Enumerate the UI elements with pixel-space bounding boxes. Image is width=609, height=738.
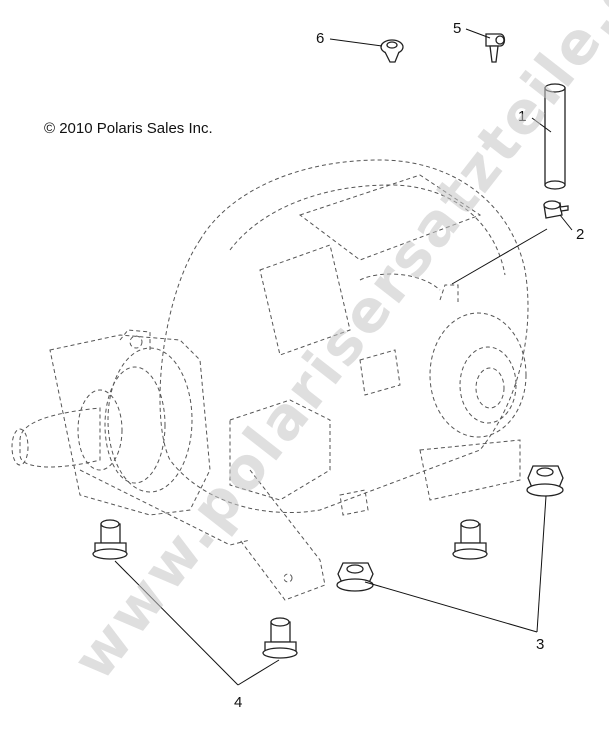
flange-nut-part <box>336 562 374 592</box>
vent-fitting-part <box>485 33 506 63</box>
input-flange <box>11 329 331 516</box>
callout-6: 6 <box>316 30 325 47</box>
flange-bolt-part <box>262 617 298 659</box>
gearcase-housing <box>79 159 529 601</box>
callout-2: 2 <box>576 226 585 243</box>
leader-lines <box>114 28 573 686</box>
callout-4: 4 <box>234 694 243 711</box>
vent-tube-part <box>544 83 566 190</box>
hose-clamp-part <box>380 39 404 63</box>
callout-5: 5 <box>453 20 462 37</box>
flange-bolt-part <box>92 519 128 560</box>
callout-1: 1 <box>518 108 527 125</box>
copyright-notice: © 2010 Polaris Sales Inc. <box>44 120 213 137</box>
flange-bolt-part <box>452 519 488 560</box>
flange-nut-part <box>526 465 564 497</box>
clamp-part <box>543 200 569 219</box>
callout-3: 3 <box>536 636 545 653</box>
